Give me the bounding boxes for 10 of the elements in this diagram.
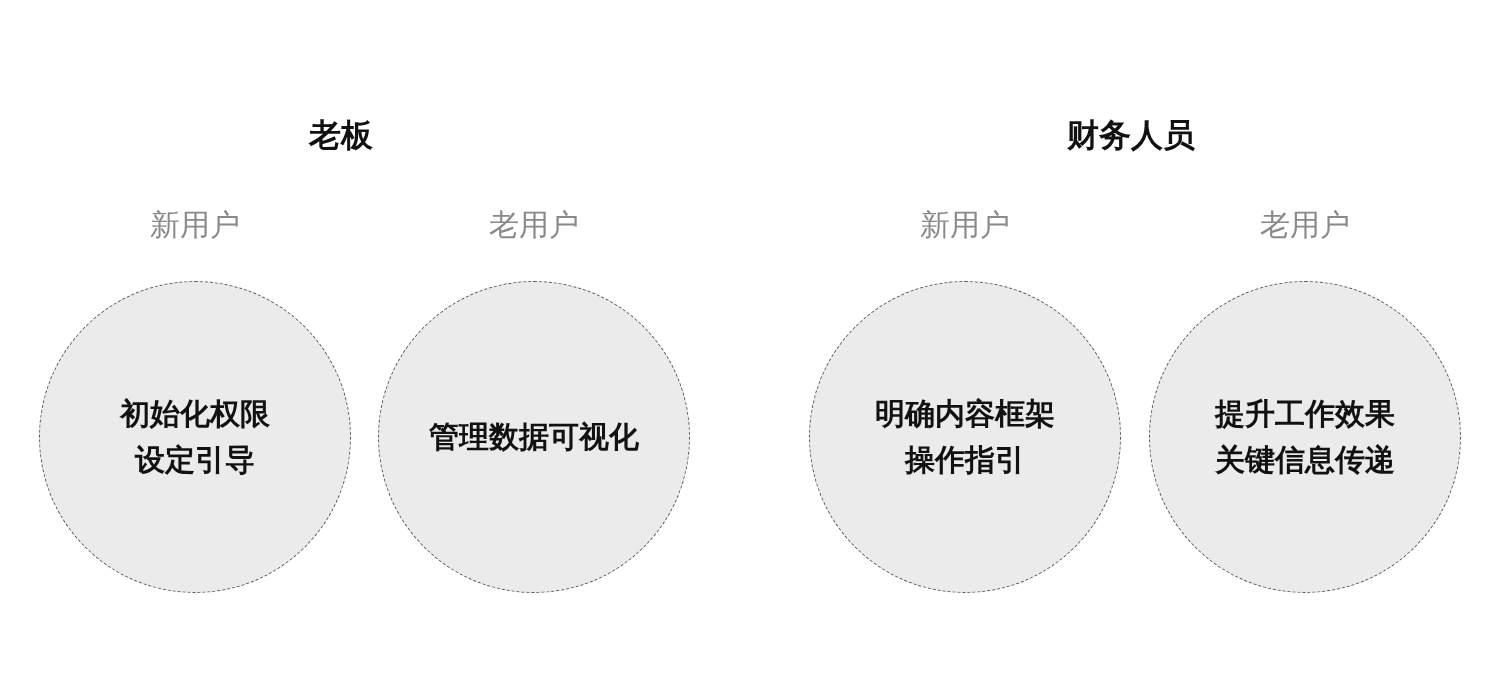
circle-text: 明确内容框架操作指引 xyxy=(874,395,1056,479)
group-heading: 老用户 xyxy=(489,206,579,244)
circle-text: 管理数据可视化 xyxy=(428,418,640,456)
group-heading: 新用户 xyxy=(150,206,240,244)
group-heading: 老用户 xyxy=(1260,206,1350,244)
circle-text: 提升工作效果关键信息传递 xyxy=(1213,395,1396,479)
section-heading: 财务人员 xyxy=(1067,115,1195,156)
section-heading: 老板 xyxy=(309,115,373,156)
group-heading: 新用户 xyxy=(920,206,1010,244)
circle-text: 初始化权限设定引导 xyxy=(118,395,271,479)
